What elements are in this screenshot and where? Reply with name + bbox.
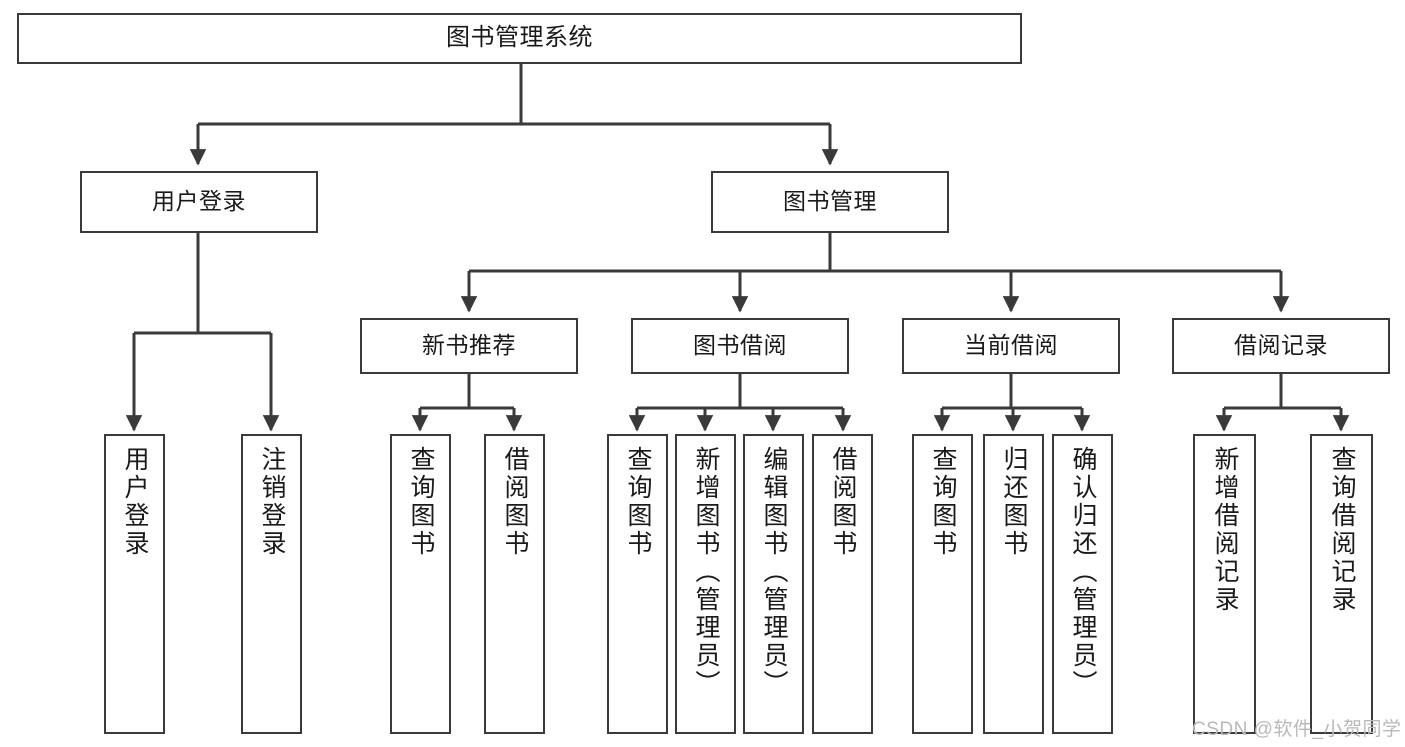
node-label: 图书借阅 bbox=[693, 332, 787, 359]
node-book-management[interactable]: 图书管理 bbox=[711, 171, 949, 233]
node-label: 查询借阅记录 bbox=[1328, 446, 1356, 614]
csdn-watermark: CSDN @软件_小贺同学 bbox=[1192, 719, 1402, 740]
leaf-current-confirm-return-admin[interactable]: 确认归还（管理员） bbox=[1052, 434, 1113, 734]
leaf-new-book-query[interactable]: 查询图书 bbox=[390, 434, 451, 734]
leaf-borrow-add-book-admin[interactable]: 新增图书（管理员） bbox=[675, 434, 736, 734]
leaf-record-query[interactable]: 查询借阅记录 bbox=[1310, 434, 1373, 734]
node-label: 新增图书（管理员） bbox=[692, 446, 720, 698]
node-book-borrow[interactable]: 图书借阅 bbox=[631, 318, 849, 374]
leaf-record-add[interactable]: 新增借阅记录 bbox=[1193, 434, 1256, 734]
node-label: 查询图书 bbox=[624, 446, 652, 558]
node-label: 查询图书 bbox=[407, 446, 435, 558]
node-label: 注销登录 bbox=[258, 446, 286, 558]
leaf-user-login-logout[interactable]: 注销登录 bbox=[241, 434, 302, 734]
leaf-current-query-book[interactable]: 查询图书 bbox=[912, 434, 973, 734]
node-label: 图书管理系统 bbox=[446, 24, 593, 52]
node-label: 新书推荐 bbox=[422, 332, 516, 359]
node-user-login[interactable]: 用户登录 bbox=[80, 171, 318, 233]
node-label: 当前借阅 bbox=[964, 332, 1058, 359]
leaf-new-book-borrow[interactable]: 借阅图书 bbox=[484, 434, 545, 734]
leaf-borrow-borrow-book[interactable]: 借阅图书 bbox=[812, 434, 873, 734]
node-label: 编辑图书（管理员） bbox=[760, 446, 788, 698]
node-root-system[interactable]: 图书管理系统 bbox=[17, 13, 1022, 64]
node-borrow-record[interactable]: 借阅记录 bbox=[1172, 318, 1390, 374]
node-current-borrow[interactable]: 当前借阅 bbox=[902, 318, 1120, 374]
node-label: 归还图书 bbox=[1000, 446, 1028, 558]
node-label: 用户登录 bbox=[152, 188, 246, 215]
node-label: 图书管理 bbox=[783, 188, 877, 215]
node-label: 用户登录 bbox=[121, 446, 149, 558]
node-label: 确认归还（管理员） bbox=[1069, 446, 1097, 698]
node-label: 查询图书 bbox=[929, 446, 957, 558]
leaf-current-return-book[interactable]: 归还图书 bbox=[983, 434, 1044, 734]
node-label: 借阅图书 bbox=[501, 446, 529, 558]
node-label: 新增借阅记录 bbox=[1211, 446, 1239, 614]
node-new-book-recommend[interactable]: 新书推荐 bbox=[360, 318, 578, 374]
node-label: 借阅图书 bbox=[829, 446, 857, 558]
leaf-borrow-edit-book-admin[interactable]: 编辑图书（管理员） bbox=[743, 434, 804, 734]
node-label: 借阅记录 bbox=[1234, 332, 1328, 359]
leaf-user-login-login[interactable]: 用户登录 bbox=[104, 434, 165, 734]
leaf-borrow-query-book[interactable]: 查询图书 bbox=[607, 434, 668, 734]
